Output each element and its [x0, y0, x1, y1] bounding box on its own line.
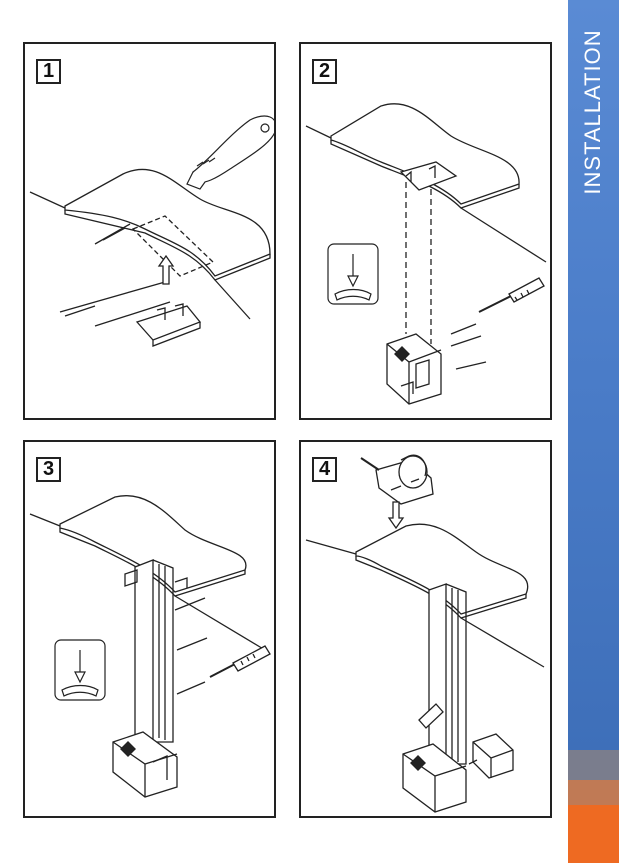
step-4-panel: 4 — [299, 440, 552, 818]
step-1-panel: 1 — [23, 42, 276, 420]
step-1-illustration — [25, 44, 274, 418]
step-3-illustration — [25, 442, 274, 816]
step-4-illustration — [301, 442, 550, 816]
sidebar-orange-band — [568, 805, 619, 863]
step-2-panel: 2 — [299, 42, 552, 420]
step-2-illustration — [301, 44, 550, 418]
sidebar: INSTALLATION — [568, 0, 619, 863]
sidebar-tan-band — [568, 780, 619, 805]
step-3-panel: 3 — [23, 440, 276, 818]
section-title: INSTALLATION — [580, 29, 606, 194]
sidebar-gray-band — [568, 750, 619, 780]
